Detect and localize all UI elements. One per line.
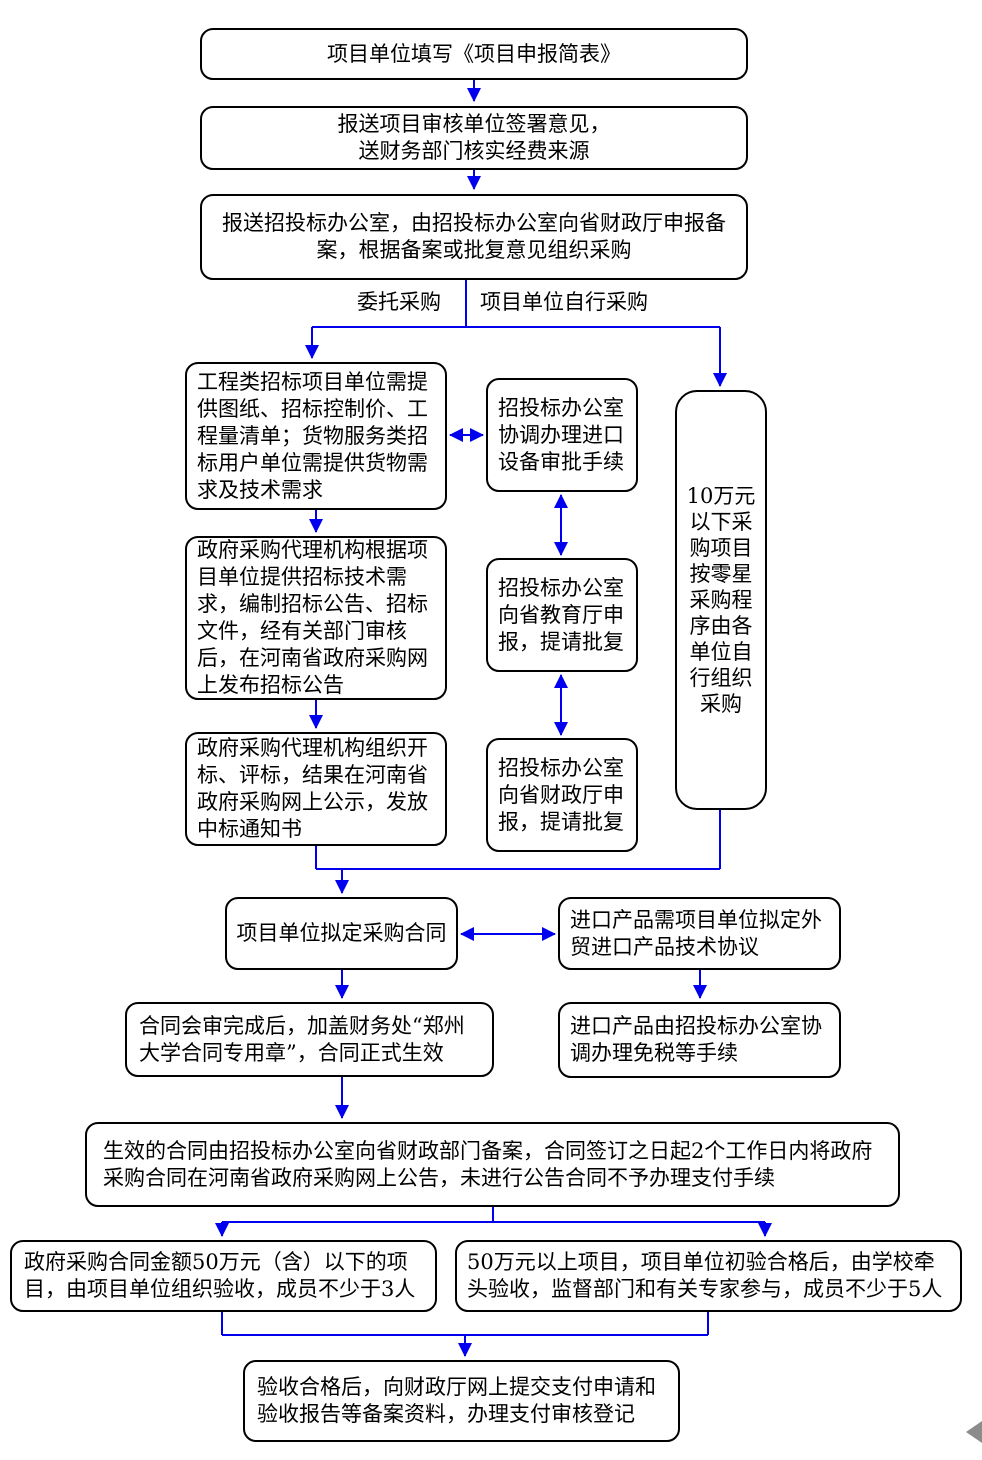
scroll-left-icon[interactable]: [966, 1421, 982, 1443]
node-acceptance-above-500k: 50万元以上项目，项目单位初验合格后，由学校牵头验收，监督部门和有关专家参与，成…: [455, 1240, 962, 1312]
node-import-agreement: 进口产品需项目单位拟定外贸进口产品技术协议: [558, 897, 841, 970]
node-review-sign: 报送项目审核单位签署意见， 送财务部门核实经费来源: [200, 106, 748, 170]
node-report-finance: 招投标办公室向省财政厅申报，提请批复: [486, 738, 638, 852]
node-draft-contract: 项目单位拟定采购合同: [225, 897, 458, 970]
node-provide-requirements: 工程类招标项目单位需提供图纸、招标控制价、工程量清单；货物服务类招标用户单位需提…: [185, 362, 447, 510]
node-fill-form: 项目单位填写《项目申报简表》: [200, 28, 748, 80]
node-report-education: 招投标办公室向省教育厅申报，提请批复: [486, 558, 638, 672]
node-contract-effective: 合同会审完成后，加盖财务处“郑州大学合同专用章”，合同正式生效: [125, 1002, 494, 1077]
node-import-tax-free: 进口产品由招投标办公室协调办理免税等手续: [558, 1002, 841, 1078]
branch-label-entrusted: 委托采购: [357, 290, 441, 314]
branch-label-self: 项目单位自行采购: [480, 290, 648, 314]
node-payment-registration: 验收合格后，向财政厅网上提交支付申请和验收报告等备案资料，办理支付审核登记: [243, 1360, 680, 1442]
node-agency-open-bids: 政府采购代理机构组织开标、评标，结果在河南省政府采购网上公示，发放中标通知书: [185, 732, 447, 846]
node-contract-filing: 生效的合同由招投标办公室向省财政部门备案，合同签订之日起2个工作日内将政府采购合…: [85, 1122, 900, 1207]
node-acceptance-below-500k: 政府采购合同金额50万元（含）以下的项目，由项目单位组织验收，成员不少于3人: [10, 1240, 437, 1312]
node-agency-prepare: 政府采购代理机构根据项目单位提供招标技术需求，编制招标公告、招标文件，经有关部门…: [185, 536, 447, 700]
node-coordinate-import: 招投标办公室协调办理进口设备审批手续: [486, 378, 638, 492]
node-small-purchase: 10万元以下采购项目按零星采购程序由各单位自行组织采购: [675, 390, 767, 810]
node-report-bidding-office: 报送招投标办公室，由招投标办公室向省财政厅申报备案，根据备案或批复意见组织采购: [200, 194, 748, 280]
